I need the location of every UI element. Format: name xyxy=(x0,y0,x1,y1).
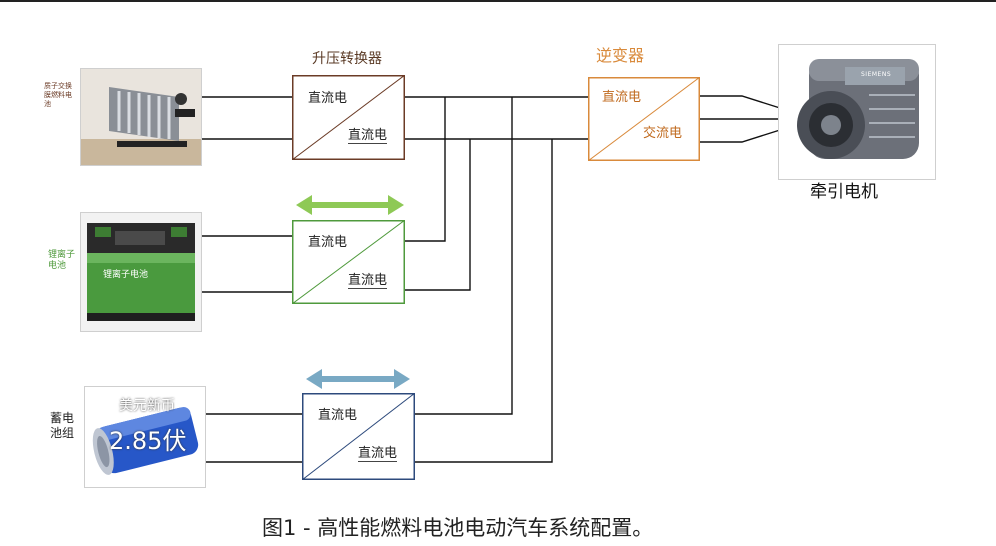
li-battery-label: 锂离子电池 xyxy=(48,250,76,271)
fuel-cell-stack-icon xyxy=(81,69,201,165)
capacitor-photo-text-top: 美元新币 xyxy=(119,398,175,414)
electric-motor-icon xyxy=(779,45,935,179)
inverter-input: 直流电 xyxy=(602,90,642,105)
inverter-box: 直流电 交流电 xyxy=(588,77,700,161)
fuel-cell-label: 质子交换膜燃料电池 xyxy=(44,82,72,108)
boost-converter-output: 直流电 xyxy=(348,124,388,144)
bidirectional-arrow-green-icon xyxy=(296,195,404,215)
traction-motor-photo: SIEMENS xyxy=(778,44,936,180)
li-converter-output: 直流电 xyxy=(348,269,388,289)
capacitor-photo: 美元新币 2.85伏 xyxy=(84,386,206,488)
li-battery-photo-text: 锂离子电池 xyxy=(103,270,149,280)
li-converter-input: 直流电 xyxy=(308,235,348,250)
top-rule xyxy=(0,0,996,2)
li-converter-box: 直流电 直流电 xyxy=(292,220,405,304)
capacitor-converter-input: 直流电 xyxy=(318,408,358,423)
li-battery-photo: 锂离子电池 xyxy=(80,212,202,332)
capacitor-converter-box: 直流电 直流电 xyxy=(302,393,415,480)
inverter-title: 逆变器 xyxy=(596,46,645,65)
boost-converter-input: 直流电 xyxy=(308,91,348,106)
capacitor-label: 蓄电池组 xyxy=(50,411,75,440)
motor-brand-text: SIEMENS xyxy=(861,71,892,78)
bidirectional-arrow-blue-icon xyxy=(306,369,410,389)
boost-converter-title: 升压转换器 xyxy=(312,51,382,67)
capacitor-converter-output: 直流电 xyxy=(358,442,398,462)
fuel-cell-photo xyxy=(80,68,202,166)
inverter-output: 交流电 xyxy=(643,126,683,141)
traction-motor-label: 牵引电机 xyxy=(810,182,878,202)
capacitor-cell-icon xyxy=(85,387,205,487)
figure-caption: 图1 - 高性能燃料电池电动汽车系统配置。 xyxy=(262,516,654,540)
boost-converter-box: 直流电 直流电 xyxy=(292,75,405,160)
battery-pack-icon xyxy=(81,213,201,331)
capacitor-photo-text-value: 2.85伏 xyxy=(109,427,187,455)
